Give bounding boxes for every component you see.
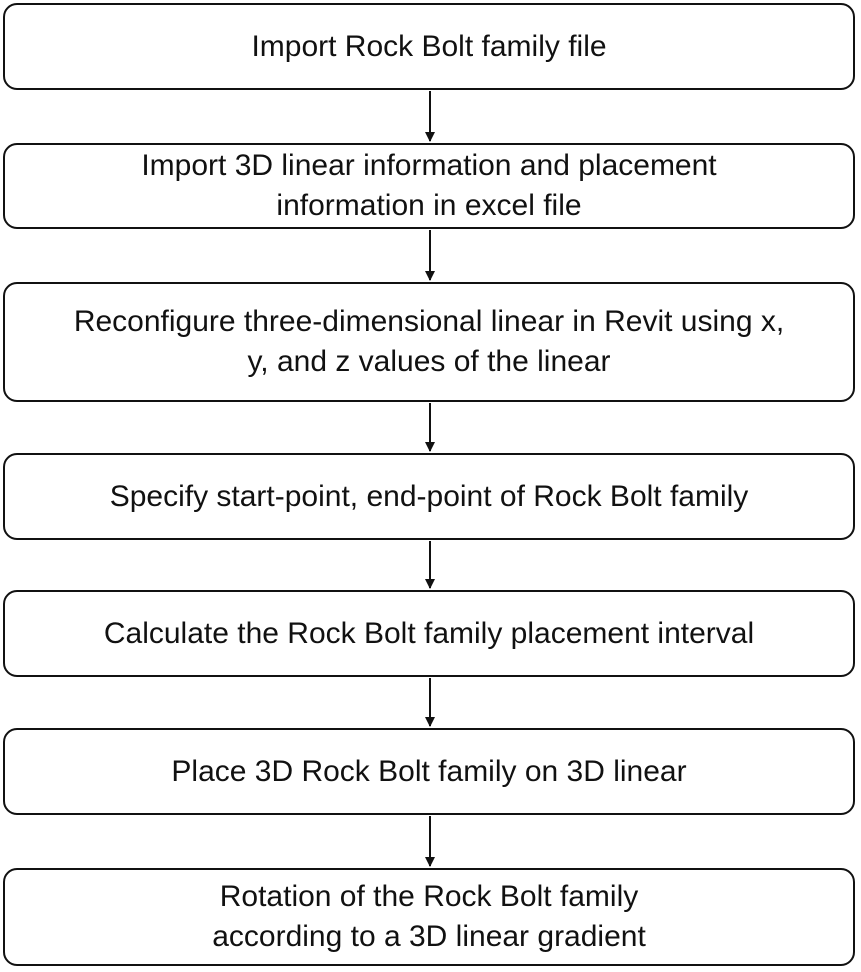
step-text: Specify start-point, end-point of Rock B… [110,477,749,517]
step-line: Rotation of the Rock Bolt family [219,880,639,913]
step-line: Import 3D linear information and placeme… [141,149,717,182]
step-line: Calculate the Rock Bolt family placement… [103,616,755,650]
step-line: Import Rock Bolt family file [251,29,607,63]
step-calculate-interval: Calculate the Rock Bolt family placement… [3,590,855,677]
step-import-linear-information: Import 3D linear information and placeme… [3,143,855,229]
step-text: Calculate the Rock Bolt family placement… [104,614,754,654]
step-rotate-family: Rotation of the Rock Bolt family accordi… [3,868,855,966]
step-import-family-file: Import Rock Bolt family file [3,3,855,90]
step-line: Place 3D Rock Bolt family on 3D linear [171,754,687,788]
step-text: Import 3D linear information and placeme… [141,146,716,226]
step-place-family: Place 3D Rock Bolt family on 3D linear [3,728,855,815]
step-specify-start-end-point: Specify start-point, end-point of Rock B… [3,453,855,540]
step-line: information in excel file [276,189,582,222]
step-text: Import Rock Bolt family file [251,27,606,67]
step-line: Reconfigure three-dimensional linear in … [73,305,785,338]
step-reconfigure-linear: Reconfigure three-dimensional linear in … [3,282,855,402]
step-line: y, and z values of the linear [247,345,611,378]
step-text: Place 3D Rock Bolt family on 3D linear [171,752,686,792]
step-text: Rotation of the Rock Bolt family accordi… [212,877,646,957]
step-line: Specify start-point, end-point of Rock B… [109,479,749,513]
step-text: Reconfigure three-dimensional linear in … [74,302,784,382]
step-line: according to a 3D linear gradient [212,920,646,953]
